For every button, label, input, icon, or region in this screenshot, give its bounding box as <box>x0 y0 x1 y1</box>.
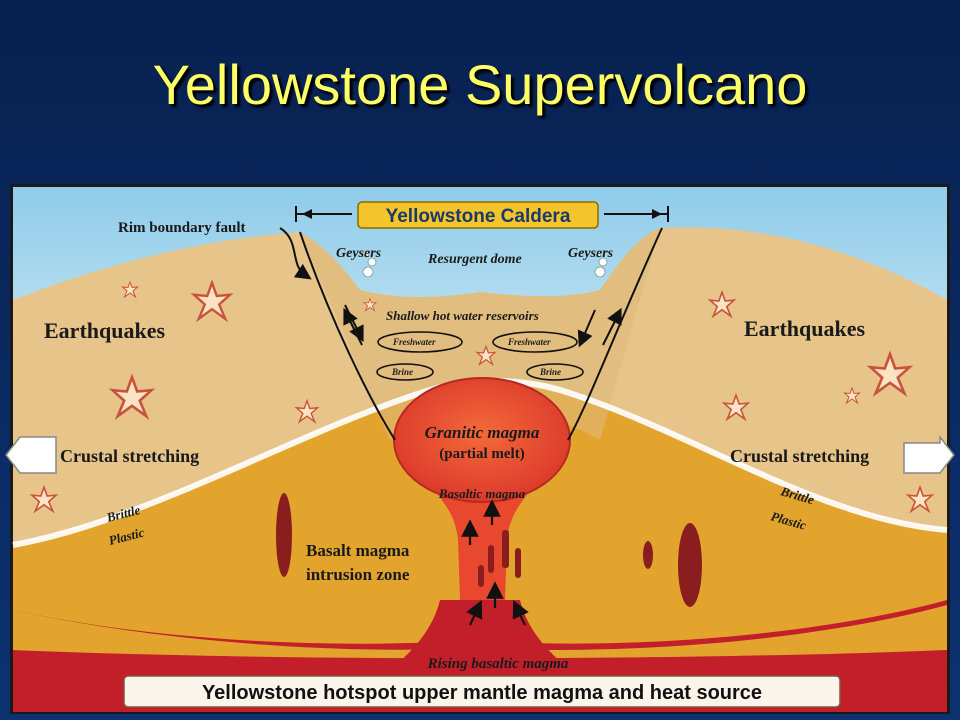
rising-basaltic-magma-label: Rising basaltic magma <box>427 656 569 672</box>
fault-line-right <box>567 227 663 441</box>
geyser-plume-right <box>594 250 608 278</box>
slide-title: Yellowstone Supervolcano <box>152 53 808 116</box>
resurgent-dome-label: Resurgent dome <box>427 252 522 267</box>
crustal-stretching-left-label: Crustal stretching <box>60 446 199 466</box>
caldera-label-box <box>357 201 599 229</box>
geysers-left-label: Geysers <box>336 246 382 261</box>
circulation-swirls <box>376 331 584 381</box>
basalt-intrusion-left <box>276 493 292 577</box>
partial-melt-label: (partial melt) <box>439 446 524 462</box>
rim-boundary-fault-label: Rim boundary fault <box>118 220 246 236</box>
earthquakes-right-label: Earthquakes <box>744 316 865 341</box>
granitic-magma-label: Granitic magma <box>425 423 540 442</box>
caldera-label: Yellowstone Caldera <box>386 206 571 227</box>
hotspot-label: Yellowstone hotspot upper mantle magma a… <box>202 682 762 704</box>
brine-left-label: Brine <box>391 367 413 377</box>
basalt-intrusion-right <box>678 523 702 607</box>
brine-right-label: Brine <box>539 367 561 377</box>
fault-line-left <box>299 231 396 441</box>
crustal-stretching-arrow-right <box>903 434 955 474</box>
rising-magma-arrows <box>461 499 529 626</box>
basaltic-magma-label: Basaltic magma <box>438 486 526 501</box>
freshwater-left-label: Freshwater <box>392 337 436 347</box>
upper-crust-layer <box>13 227 947 545</box>
basalt-intrusion-label-line2: intrusion zone <box>306 565 410 584</box>
geyser-plume-left <box>362 250 377 278</box>
geysers-right-label: Geysers <box>568 246 614 261</box>
shallow-reservoirs-label: Shallow hot water reservoirs <box>386 308 539 323</box>
hotspot-label-box <box>123 675 841 708</box>
crustal-stretching-arrow-left <box>5 436 57 474</box>
fault-arrows <box>343 304 622 348</box>
freshwater-right-label: Freshwater <box>507 337 551 347</box>
earthquakes-left-label: Earthquakes <box>44 318 165 343</box>
basalt-intrusion-small <box>643 541 653 569</box>
crustal-stretching-right-label: Crustal stretching <box>730 446 869 466</box>
basalt-intrusion-label-line1: Basalt magma <box>306 541 410 560</box>
conduit-dikes <box>478 530 521 587</box>
